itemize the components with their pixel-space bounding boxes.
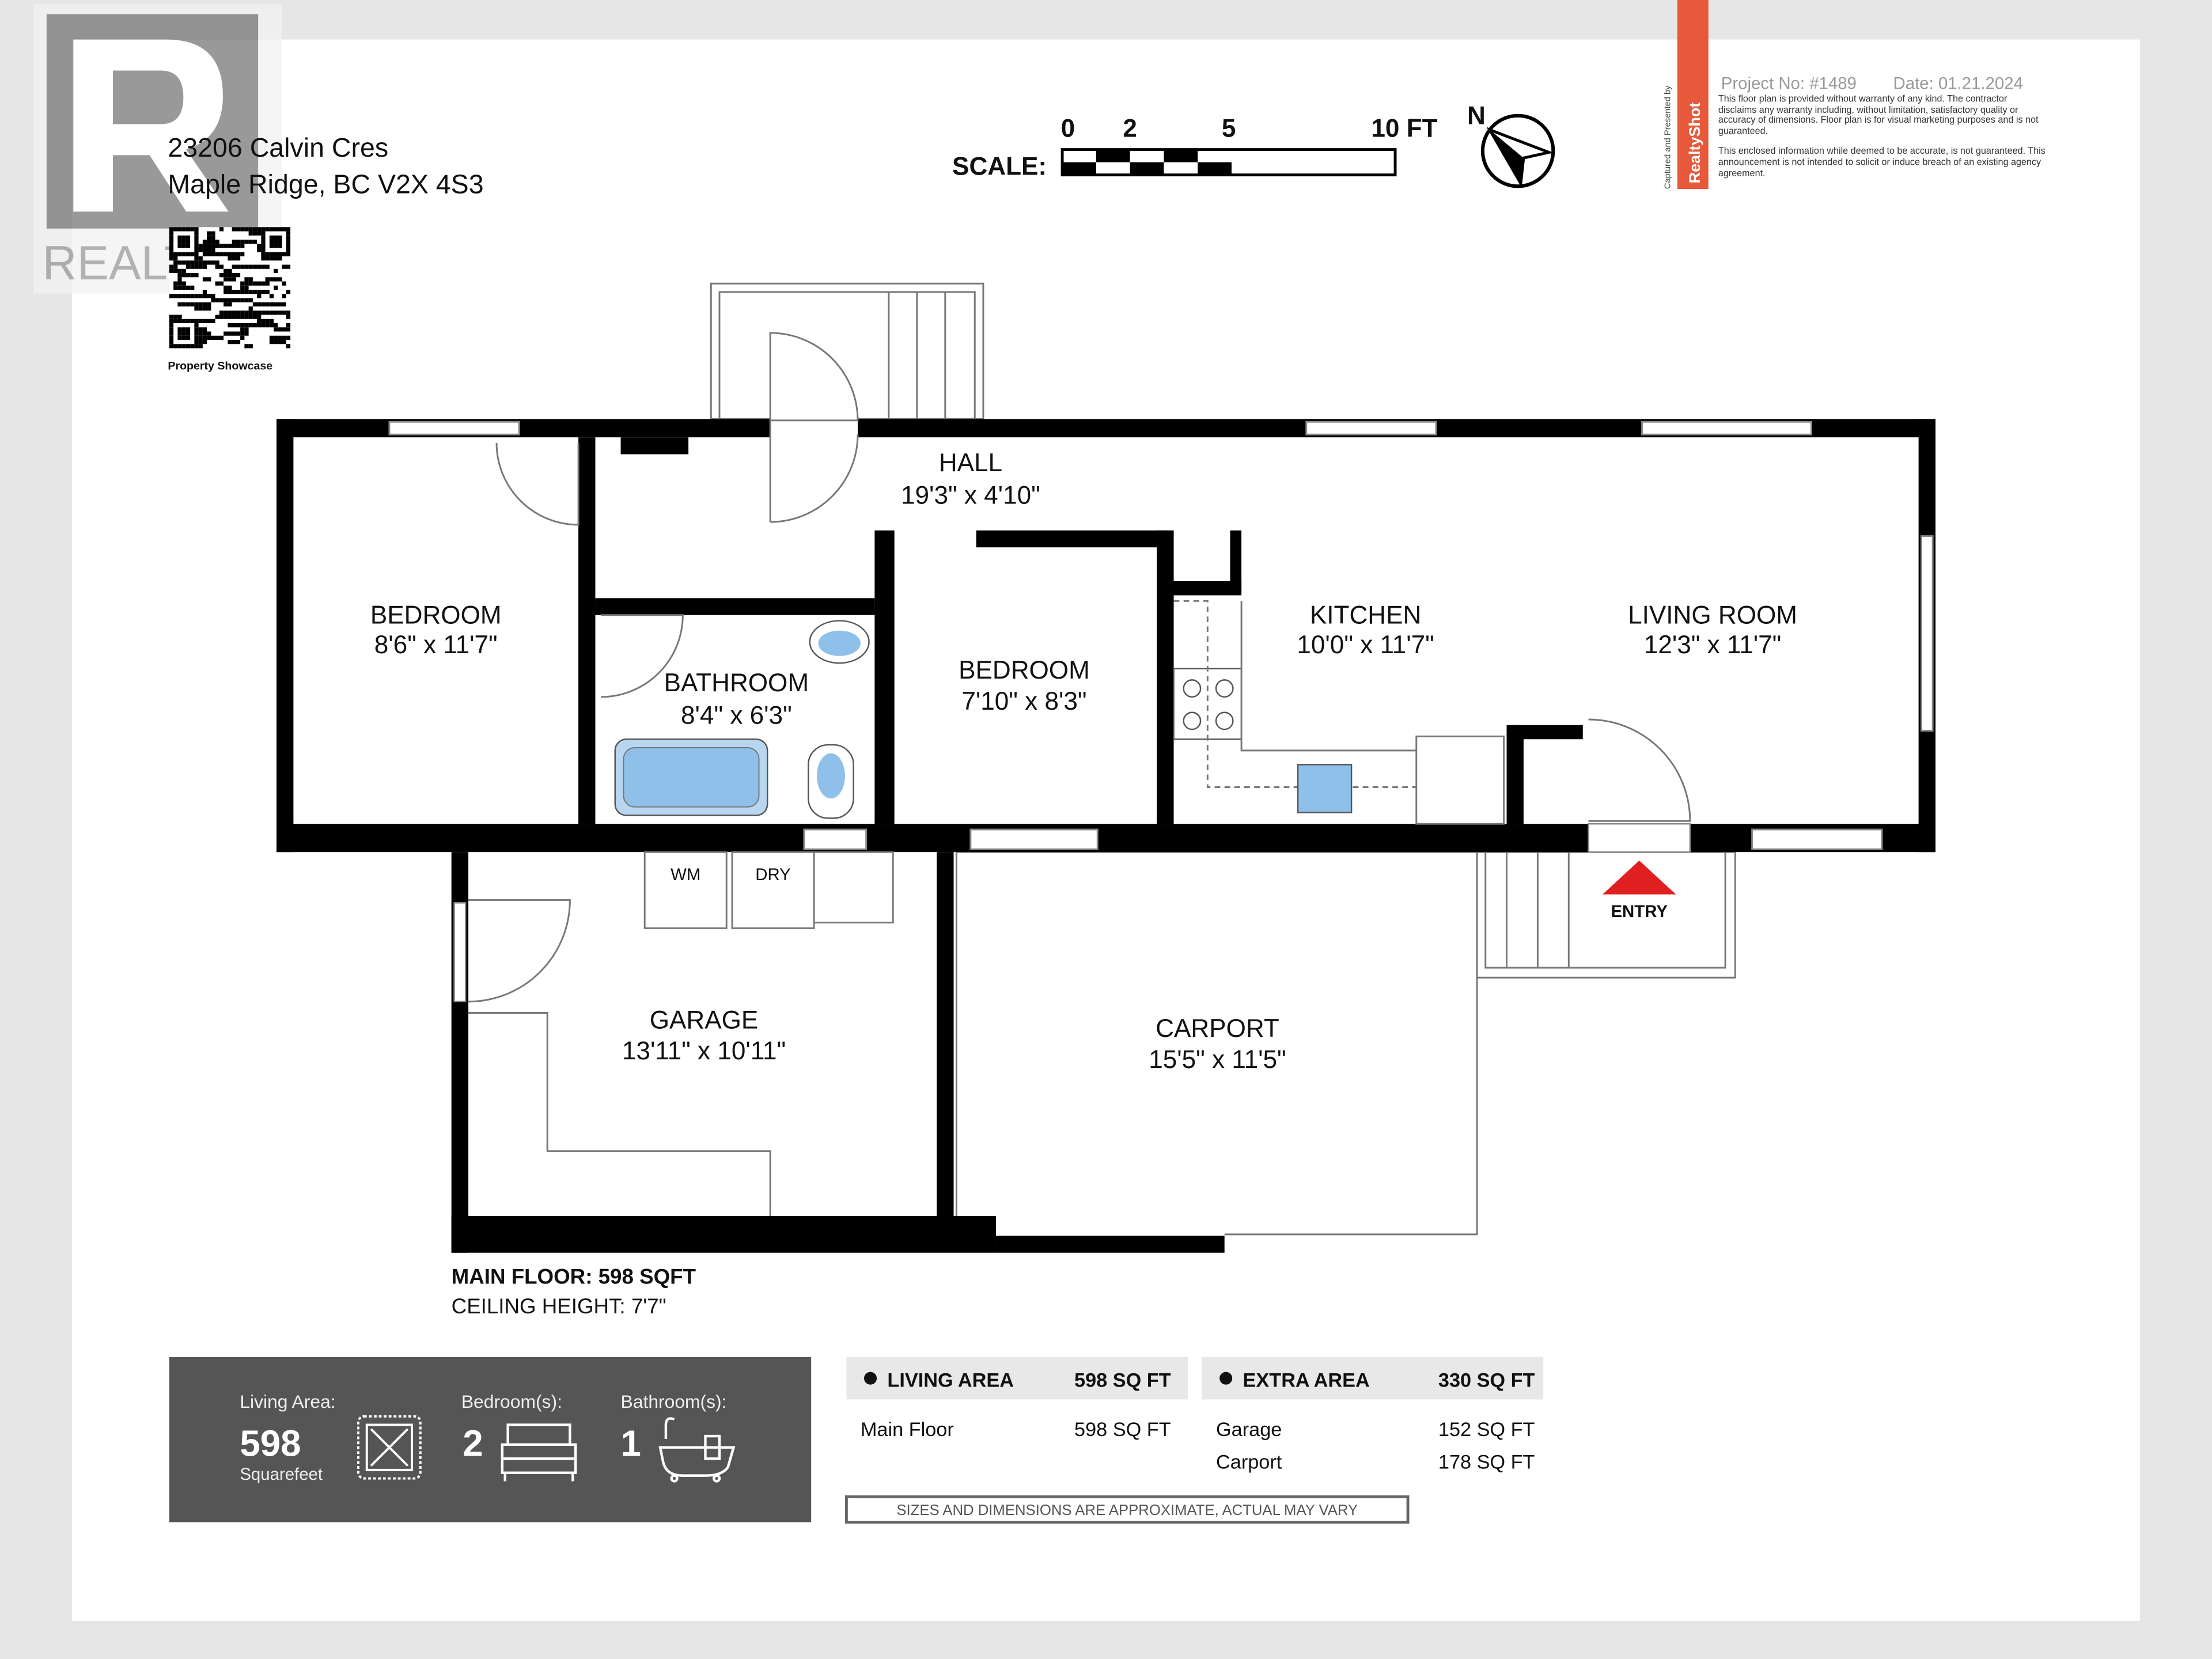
qr-code[interactable]	[169, 227, 291, 349]
svg-text:8'6" x 11'7": 8'6" x 11'7"	[374, 631, 498, 659]
svg-text:BEDROOM: BEDROOM	[959, 656, 1090, 684]
scale-segment	[1062, 162, 1096, 175]
bathtub-icon	[658, 1417, 736, 1483]
svg-text:5: 5	[1222, 115, 1236, 143]
svg-text:KITCHEN: KITCHEN	[1310, 601, 1421, 629]
svg-text:10'0" x 11'7": 10'0" x 11'7"	[1297, 631, 1434, 659]
realtor-logo-r-icon	[73, 39, 229, 212]
svg-text:CARPORT: CARPORT	[1156, 1014, 1279, 1043]
svg-text:13'11" x 10'11": 13'11" x 10'11"	[622, 1037, 786, 1065]
svg-text:Main Floor: Main Floor	[861, 1419, 954, 1441]
svg-text:152 SQ FT: 152 SQ FT	[1438, 1419, 1535, 1441]
svg-text:Living Area:: Living Area:	[240, 1391, 335, 1412]
disclaimer-1: This floor plan is provided without warr…	[1718, 94, 2039, 137]
svg-text:DRY: DRY	[755, 865, 791, 884]
svg-text:Captured and Presented by: Captured and Presented by	[1664, 85, 1673, 189]
ceiling-height: CEILING HEIGHT: 7'7"	[452, 1294, 666, 1318]
summary-panel: Living Area: 598 Squarefeet Bedroom(s): …	[169, 1357, 812, 1522]
svg-text:N: N	[1467, 102, 1486, 130]
svg-text:EXTRA AREA: EXTRA AREA	[1243, 1369, 1370, 1391]
svg-text:RealtyShot: RealtyShot	[1686, 103, 1703, 184]
svg-text:GARAGE: GARAGE	[650, 1006, 759, 1034]
svg-text:2: 2	[1123, 115, 1137, 143]
svg-text:598: 598	[240, 1423, 301, 1464]
living-area-table: LIVING AREA 598 SQ FT Main Floor 598 SQ …	[846, 1357, 1188, 1441]
svg-text:598 SQ FT: 598 SQ FT	[1074, 1419, 1171, 1441]
svg-text:Bathroom(s):: Bathroom(s):	[621, 1391, 727, 1412]
extra-area-table: EXTRA AREA 330 SQ FT Garage 152 SQ FT Ca…	[1202, 1357, 1544, 1473]
svg-text:178 SQ FT: 178 SQ FT	[1438, 1451, 1535, 1473]
svg-text:HALL: HALL	[939, 449, 1002, 477]
svg-text:598 SQ FT: 598 SQ FT	[1074, 1369, 1171, 1391]
svg-text:SIZES AND DIMENSIONS ARE APPRO: SIZES AND DIMENSIONS ARE APPROXIMATE, AC…	[896, 1502, 1358, 1518]
realtor-watermark: REALTOR	[33, 4, 282, 294]
disclaimer-note: SIZES AND DIMENSIONS ARE APPROXIMATE, AC…	[844, 1495, 1410, 1524]
branding: Captured and Presented by RealtyShot Pro…	[1664, 0, 2046, 190]
svg-text:Carport: Carport	[1216, 1451, 1282, 1473]
svg-text:Bedroom(s):: Bedroom(s):	[461, 1391, 562, 1412]
svg-text:19'3" x 4'10": 19'3" x 4'10"	[901, 481, 1040, 509]
svg-text:7'10" x 8'3": 7'10" x 8'3"	[961, 687, 1086, 715]
svg-text:ENTRY: ENTRY	[1611, 902, 1668, 921]
qr-caption: Property Showcase	[168, 360, 272, 373]
svg-text:BATHROOM: BATHROOM	[664, 669, 809, 697]
bed-icon	[501, 1423, 577, 1482]
compass: N	[1467, 102, 1555, 188]
svg-text:15'5" x 11'5": 15'5" x 11'5"	[1149, 1046, 1286, 1074]
disclaimer-2: This enclosed information while deemed t…	[1718, 147, 2046, 179]
scale-segment	[1164, 149, 1198, 162]
svg-text:LIVING AREA: LIVING AREA	[887, 1369, 1014, 1391]
room-labels: HALL 19'3" x 4'10" BEDROOM 8'6" x 11'7" …	[370, 449, 1797, 1074]
svg-text:1: 1	[621, 1423, 641, 1464]
svg-text:0: 0	[1061, 115, 1075, 143]
svg-text:BEDROOM: BEDROOM	[370, 601, 502, 629]
scale-segment	[1198, 162, 1232, 175]
svg-text:10 FT: 10 FT	[1371, 115, 1437, 143]
address-line2: Maple Ridge, BC V2X 4S3	[168, 169, 483, 199]
svg-text:Garage: Garage	[1216, 1419, 1282, 1441]
scale-segment	[1130, 162, 1164, 175]
svg-text:Project No: #1489: Project No: #1489	[1721, 74, 1857, 93]
svg-text:Date: 01.21.2024: Date: 01.21.2024	[1893, 74, 2023, 93]
svg-text:12'3" x 11'7": 12'3" x 11'7"	[1644, 631, 1781, 659]
area-expand-icon	[357, 1415, 422, 1480]
entry-arrow-icon	[1603, 860, 1676, 895]
svg-text:8'4" x 6'3": 8'4" x 6'3"	[681, 701, 792, 729]
svg-text:Squarefeet: Squarefeet	[240, 1465, 323, 1484]
floor-plan	[276, 282, 1936, 1253]
svg-text:2: 2	[463, 1423, 483, 1464]
svg-text:330 SQ FT: 330 SQ FT	[1438, 1369, 1535, 1391]
address-line1: 23206 Calvin Cres	[168, 132, 388, 162]
svg-text:WM: WM	[671, 865, 700, 884]
scale-segment	[1096, 149, 1130, 162]
main-floor-area: MAIN FLOOR: 598 SQFT	[452, 1265, 696, 1289]
scale-bar: SCALE: 0 2 5 10 FT	[952, 115, 1438, 181]
svg-text:SCALE:: SCALE:	[952, 153, 1047, 181]
svg-text:LIVING ROOM: LIVING ROOM	[1628, 601, 1797, 629]
